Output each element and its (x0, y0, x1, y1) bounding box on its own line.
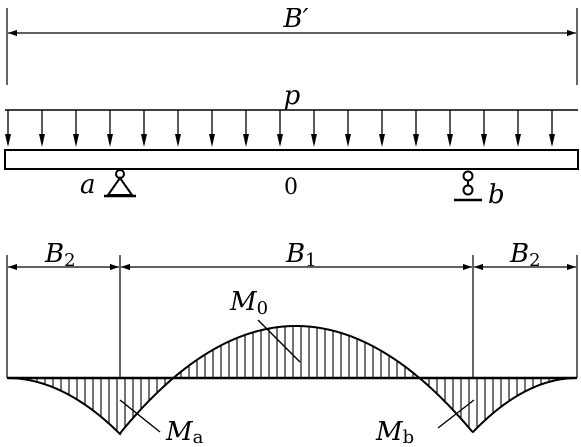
moment-right-sub: b (403, 427, 415, 447)
load-arrow-head (141, 134, 147, 147)
load-arrow-head (209, 134, 215, 147)
load-arrow (5, 110, 11, 147)
support-a-triangle (106, 176, 134, 196)
load-arrow (107, 110, 113, 147)
span-left-main: B (44, 239, 64, 269)
moment-center-label: M0 (229, 287, 268, 319)
support-b-roller-bottom (462, 184, 474, 196)
load-arrow (379, 110, 385, 147)
moment-center-main: M (229, 287, 258, 317)
load-arrow (311, 110, 317, 147)
load-arrows (5, 110, 555, 147)
load-arrow-head (277, 134, 283, 147)
center-label: 0 (284, 175, 298, 200)
moment-hatching (28, 326, 550, 432)
moment-left-label: Ma (165, 417, 204, 447)
load-arrow-head (39, 134, 45, 147)
span-right-label: B2 (509, 239, 541, 271)
load-arrow (345, 110, 351, 147)
load-arrow-head (175, 134, 181, 147)
span-right-main: B (509, 239, 529, 269)
span-left-sub: 2 (64, 250, 75, 271)
span-right-sub: 2 (529, 250, 540, 271)
load-arrow-head (73, 134, 79, 147)
load-label: p (284, 81, 301, 111)
load-arrow (243, 110, 249, 147)
load-arrow-head (243, 134, 249, 147)
span-center-sub: 1 (305, 250, 316, 271)
load-arrow-head (107, 134, 113, 147)
span-dimensions: B2 B1 B2 (6, 239, 578, 378)
span-left-label: B2 (44, 239, 76, 271)
moment-curve (7, 325, 577, 436)
load-arrow (549, 110, 555, 147)
moment-left-sub: a (193, 427, 204, 447)
load-arrow-head (515, 134, 521, 147)
moment-right-label: Mb (375, 417, 414, 447)
support-a (104, 169, 136, 198)
beam (4, 149, 579, 170)
load-arrow-head (481, 134, 487, 147)
support-b (454, 170, 482, 202)
load-arrow (447, 110, 453, 147)
load-arrow-head (549, 134, 555, 147)
load-arrow-head (5, 134, 11, 147)
load-arrow (209, 110, 215, 147)
load-arrow-head (379, 134, 385, 147)
span-center-main: B (285, 239, 305, 269)
load-arrow (481, 110, 487, 147)
load-arrow (175, 110, 181, 147)
moment-left-leader (119, 399, 161, 433)
load-arrow-head (311, 134, 317, 147)
moment-right-main: M (375, 417, 404, 447)
load-arrow-head (447, 134, 453, 147)
total-width-dimension: B′ (6, 4, 578, 85)
load-arrow (413, 110, 419, 147)
moment-center-leader (257, 319, 301, 363)
support-a-label: a (80, 170, 96, 200)
load-arrow (277, 110, 283, 147)
load-arrow-head (345, 134, 351, 147)
load-arrow (73, 110, 79, 147)
moment-right-leader (437, 399, 475, 429)
load-arrow (39, 110, 45, 147)
moment-center-sub: 0 (257, 298, 268, 319)
distributed-load: p (5, 81, 578, 147)
support-b-label: b (488, 180, 505, 210)
moment-left-main: M (165, 417, 194, 447)
load-arrow (515, 110, 521, 147)
span-center-label: B1 (285, 239, 317, 271)
load-arrow-head (413, 134, 419, 147)
support-b-roller-top (462, 170, 474, 182)
moment-diagram (7, 325, 577, 436)
total-width-label: B′ (282, 4, 308, 34)
load-arrow (141, 110, 147, 147)
